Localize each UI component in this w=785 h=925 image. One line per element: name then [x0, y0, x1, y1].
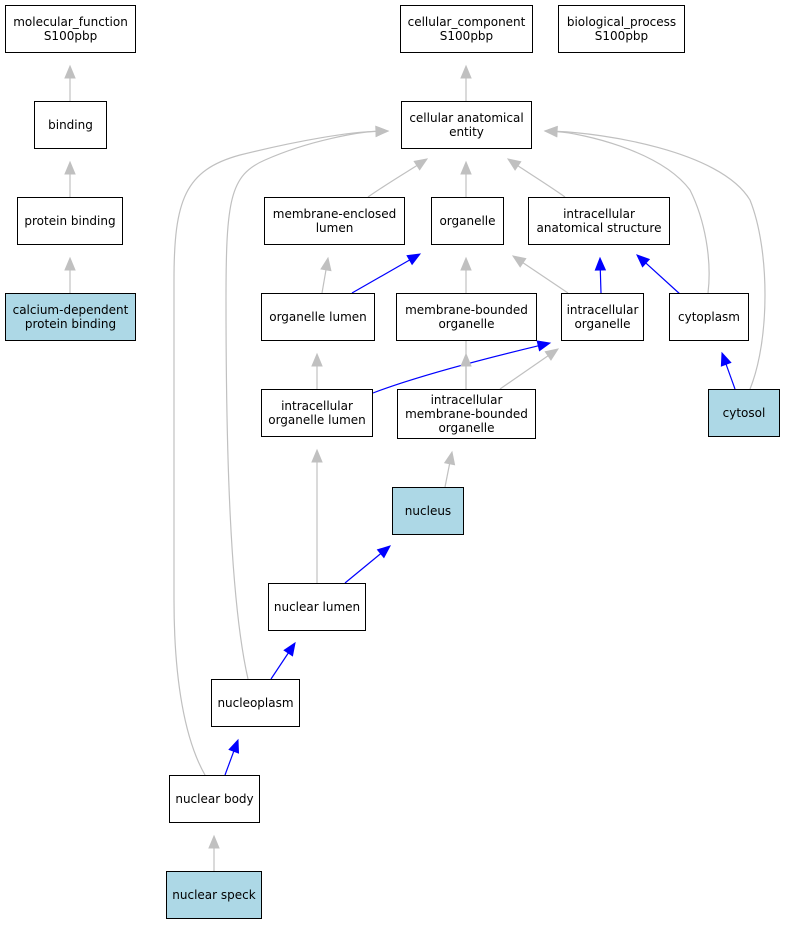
edge-binding-to-mf	[64, 64, 76, 101]
edge-nb-to-cae	[173, 125, 390, 776]
node-molecular-function[interactable]: molecular_function S100pbp	[5, 5, 136, 53]
edge-imbo-to-mbo	[460, 352, 472, 389]
edge-ol-to-mel	[320, 256, 332, 294]
edge-imbo-to-io	[499, 348, 560, 390]
node-intracellular-organelle[interactable]: intracellular organelle	[561, 293, 644, 341]
edge-ol-to-org	[351, 253, 422, 294]
edge-io-to-ias	[594, 256, 607, 294]
node-protein-binding[interactable]: protein binding	[17, 197, 123, 245]
edge-cae-to-cc	[460, 64, 472, 101]
edge-ias-to-cae	[506, 158, 566, 198]
edge-cyto-to-ias	[636, 254, 682, 296]
node-nuclear-speck[interactable]: nuclear speck	[166, 871, 262, 919]
node-binding[interactable]: binding	[34, 101, 107, 149]
node-nucleoplasm[interactable]: nucleoplasm	[211, 679, 300, 727]
node-membrane-bounded-organelle[interactable]: membrane-bounded organelle	[396, 293, 537, 341]
node-membrane-enclosed-lumen[interactable]: membrane-enclosed lumen	[264, 197, 405, 245]
edge-org-to-cae	[460, 160, 472, 197]
node-calcium-dependent-protein-binding[interactable]: calcium-dependent protein binding	[5, 293, 136, 341]
edge-mel-to-cae	[367, 158, 429, 198]
node-biological-process[interactable]: biological_process S100pbp	[558, 5, 685, 53]
node-cytosol[interactable]: cytosol	[708, 389, 780, 437]
edge-cdpb-to-pb	[64, 256, 76, 293]
node-organelle[interactable]: organelle	[431, 197, 504, 245]
edge-nl-to-iol	[311, 448, 323, 583]
node-intracellular-anatomical-structure[interactable]: intracellular anatomical structure	[528, 197, 670, 245]
node-nuclear-body[interactable]: nuclear body	[169, 775, 260, 823]
node-intracellular-membrane-bounded-organelle[interactable]: intracellular membrane-bounded organelle	[397, 389, 536, 439]
node-intracellular-organelle-lumen[interactable]: intracellular organelle lumen	[261, 389, 373, 437]
edge-nb-to-np	[224, 738, 240, 776]
edge-nucleus-to-imbo	[443, 450, 456, 488]
node-nucleus[interactable]: nucleus	[392, 487, 464, 535]
edge-cytosol-to-cyto	[720, 351, 736, 390]
edge-ns-to-nb	[208, 834, 220, 871]
edge-np-to-nl	[270, 641, 296, 680]
edge-iol-to-io	[372, 340, 552, 394]
node-cytoplasm[interactable]: cytoplasm	[669, 293, 749, 341]
edge-iol-to-ol	[311, 352, 323, 389]
node-cellular-component[interactable]: cellular_component S100pbp	[400, 5, 533, 53]
edge-cytosol-to-cae	[543, 125, 766, 390]
node-organelle-lumen[interactable]: organelle lumen	[261, 293, 375, 341]
node-nuclear-lumen[interactable]: nuclear lumen	[268, 583, 366, 631]
edge-io-to-org	[511, 255, 569, 294]
edge-nl-to-nucleus	[344, 545, 392, 584]
edge-pb-to-binding	[64, 160, 76, 197]
node-cellular-anatomical-entity[interactable]: cellular anatomical entity	[401, 101, 532, 149]
